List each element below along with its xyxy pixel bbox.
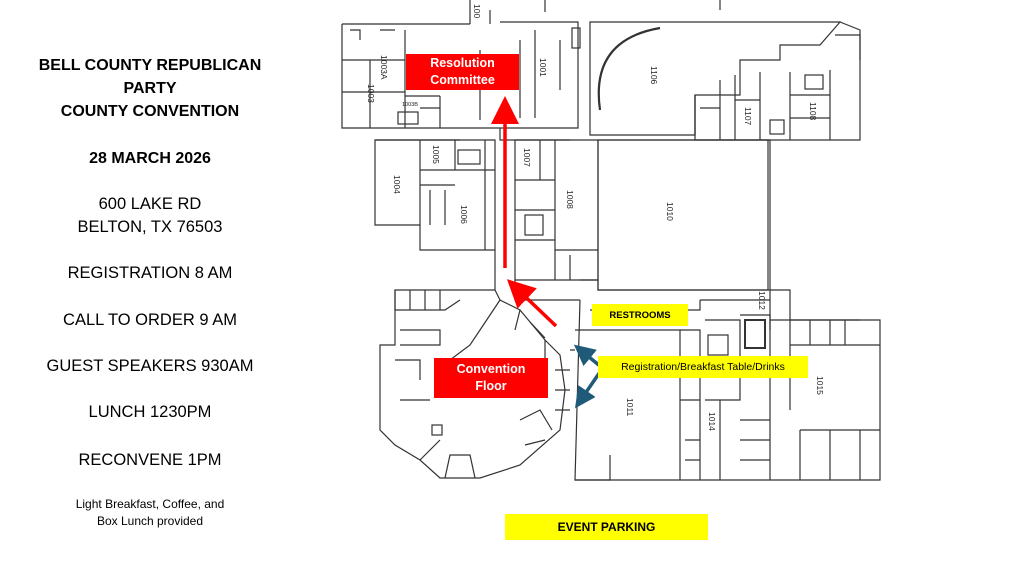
building-corridor-1012 <box>770 289 860 321</box>
event-info-panel: BELL COUNTY REPUBLICAN PARTY COUNTY CONV… <box>0 0 300 575</box>
convention-floor-label: Convention Floor <box>434 358 548 398</box>
resolution-committee-label: Resolution Committee <box>406 54 519 90</box>
building-corridor-south <box>580 279 770 291</box>
building-spine-corridor <box>494 250 580 301</box>
food-note-line-1: Light Breakfast, Coffee, and <box>75 497 225 511</box>
building-room-1015 <box>740 314 881 481</box>
room-label-1007: 1007 <box>522 148 532 167</box>
room-label-1003: 1003 <box>366 84 376 103</box>
building-room-1014 <box>680 299 771 481</box>
convention-floor-line-2: Floor <box>475 379 507 393</box>
schedule-call-to-order: CALL TO ORDER 9 AM <box>63 311 237 329</box>
event-title-line-2: PARTY <box>123 80 177 97</box>
resolution-committee-line-2: Committee <box>430 73 495 87</box>
restrooms-text: RESTROOMS <box>609 309 671 321</box>
room-label-1004: 1004 <box>392 175 402 194</box>
registration-arrow-down <box>575 371 602 409</box>
schedule-registration: REGISTRATION 8 AM <box>67 264 233 282</box>
schedule-reconvene: RECONVENE 1PM <box>78 451 222 469</box>
food-note-line-2: Box Lunch provided <box>96 514 204 528</box>
building-wing-west <box>374 139 496 251</box>
resolution-committee-line-1: Resolution <box>430 56 495 70</box>
room-label-1003A: 1003A <box>379 55 389 80</box>
building-top-edge <box>469 0 721 24</box>
room-label-1011: 1011 <box>625 398 635 417</box>
room-label-1008: 1008 <box>565 190 575 209</box>
registration-label: Registration/Breakfast Table/Drinks <box>598 356 808 378</box>
event-parking-label: EVENT PARKING <box>505 514 708 540</box>
address-line-2: BELTON, TX 76503 <box>77 218 223 236</box>
convention-floor-line-1: Convention <box>456 362 526 376</box>
building-wing-north-east <box>694 21 861 141</box>
event-date: 28 MARCH 2026 <box>89 150 211 167</box>
building-room-1010 <box>597 139 769 291</box>
building-room-1011 <box>575 300 701 481</box>
restrooms-label: RESTROOMS <box>592 304 688 326</box>
room-label-1015: 1015 <box>815 376 825 395</box>
room-label-1010: 1010 <box>665 202 675 221</box>
registration-arrow-up <box>573 344 602 368</box>
address-line-1: 600 LAKE RD <box>98 195 202 213</box>
room-label-1001: 1001 <box>538 58 548 77</box>
room-label-100: 100 <box>472 4 482 18</box>
room-label-1014: 1014 <box>707 412 717 431</box>
room-label-1108: 1108 <box>808 102 818 121</box>
route-arrow-from-convention-floor <box>506 279 558 328</box>
room-label-1107: 1107 <box>743 107 753 126</box>
event-title-line-3: COUNTY CONVENTION <box>60 103 240 120</box>
event-parking-text: EVENT PARKING <box>557 520 656 534</box>
room-label-1106: 1106 <box>649 66 659 85</box>
registration-text: Registration/Breakfast Table/Drinks <box>621 361 785 373</box>
room-label-1006: 1006 <box>459 205 469 224</box>
room-label-1012: 1012 <box>757 291 767 310</box>
schedule-lunch: LUNCH 1230PM <box>88 403 212 421</box>
room-label-1005: 1005 <box>431 145 441 164</box>
room-label-1003B: 1003B <box>402 102 418 108</box>
schedule-guest-speakers: GUEST SPEAKERS 930AM <box>46 357 254 375</box>
event-title-line-1: BELL COUNTY REPUBLICAN <box>38 57 262 74</box>
